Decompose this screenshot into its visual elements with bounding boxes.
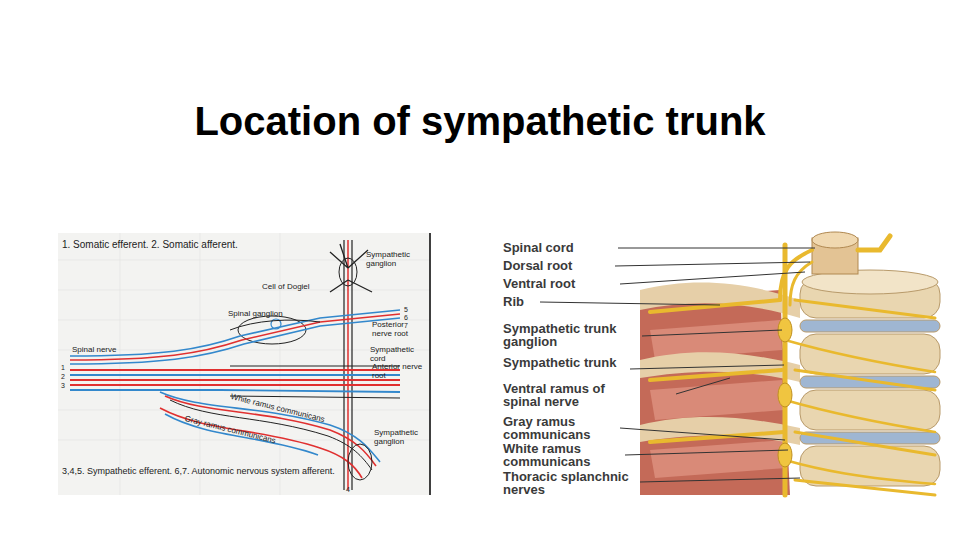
callout-number: 3	[61, 382, 71, 390]
part-label: Anterior nerve root	[372, 362, 426, 380]
part-label: Spinal ganglion	[228, 309, 308, 318]
part-label: Sympathetic cord	[370, 345, 426, 363]
part-label: Cell of Dogiel	[262, 282, 332, 291]
part-label: Gray ramus communicans	[503, 415, 615, 441]
callout-number: 5	[404, 306, 414, 314]
part-label: Sympathetic ganglion	[374, 428, 428, 446]
part-label: Ventral ramus of spinal nerve	[503, 382, 619, 408]
part-label: Ventral root	[503, 277, 643, 290]
part-label: Sympathetic trunk	[503, 356, 628, 369]
slide-title: Location of sympathetic trunk	[0, 99, 960, 144]
heading-note: 1. Somatic efferent. 2. Somatic afferent…	[62, 239, 362, 251]
footer-note: 3,4,5. Sympathetic efferent. 6,7. Autono…	[62, 466, 427, 477]
part-label: White ramus communicans	[503, 442, 615, 468]
callout-number: 4	[346, 486, 356, 494]
callout-number: 6	[404, 314, 414, 322]
part-label: Posterior nerve root	[372, 320, 426, 338]
callout-number: 2	[61, 373, 71, 381]
part-label: Spinal cord	[503, 241, 643, 254]
callout-number: 7	[404, 322, 414, 330]
nerve-schematic	[58, 233, 430, 495]
part-label: Spinal nerve	[72, 345, 152, 354]
part-label: Thoracic splanchnic nerves	[503, 470, 633, 496]
part-label: Rib	[503, 295, 643, 308]
callout-number: 1	[61, 364, 71, 372]
part-label: Sympathetic ganglion	[366, 250, 424, 268]
part-label: Dorsal root	[503, 259, 643, 272]
part-label: Sympathetic trunk ganglion	[503, 322, 628, 348]
